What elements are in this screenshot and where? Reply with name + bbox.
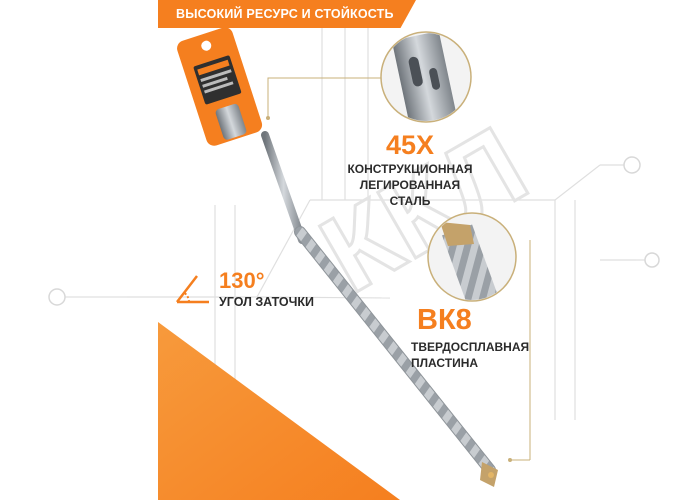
steel-line-3: СТАЛЬ xyxy=(389,194,431,208)
steel-line-1: КОНСТРУКЦИОННАЯ xyxy=(347,162,473,176)
angle-icon xyxy=(176,275,209,304)
steel-callout: 45Х КОНСТРУКЦИОННАЯ ЛЕГИРОВАННАЯ СТАЛЬ xyxy=(330,130,490,209)
steel-line-2: ЛЕГИРОВАННАЯ xyxy=(359,178,461,192)
carbide-description: ТВЕРДОСПЛАВНАЯ ПЛАСТИНА xyxy=(411,339,541,371)
angle-value: 130° xyxy=(219,268,265,293)
steel-description: КОНСТРУКЦИОННАЯ ЛЕГИРОВАННАЯ СТАЛЬ xyxy=(330,161,490,209)
angle-label: УГОЛ ЗАТОЧКИ xyxy=(219,295,315,309)
carbide-grade: ВК8 xyxy=(417,304,472,336)
banner-text: ВЫСОКИЙ РЕСУРС И СТОЙКОСТЬ xyxy=(176,7,394,21)
carbide-callout: ВК8 ТВЕРДОСПЛАВНАЯ ПЛАСТИНА xyxy=(411,304,541,371)
steel-grade: 45Х xyxy=(385,130,435,160)
packaging-card xyxy=(177,27,263,146)
leader-lines xyxy=(267,77,531,461)
header-banner: ВЫСОКИЙ РЕСУРС И СТОЙКОСТЬ xyxy=(158,0,416,28)
carbide-line-2: ПЛАСТИНА xyxy=(411,356,479,370)
orange-wedge xyxy=(158,322,400,500)
carbide-tip-closeup xyxy=(427,212,517,302)
drill-bit-image xyxy=(261,131,498,487)
sds-shank-closeup xyxy=(380,31,472,123)
carbide-line-1: ТВЕРДОСПЛАВНАЯ xyxy=(411,340,530,354)
